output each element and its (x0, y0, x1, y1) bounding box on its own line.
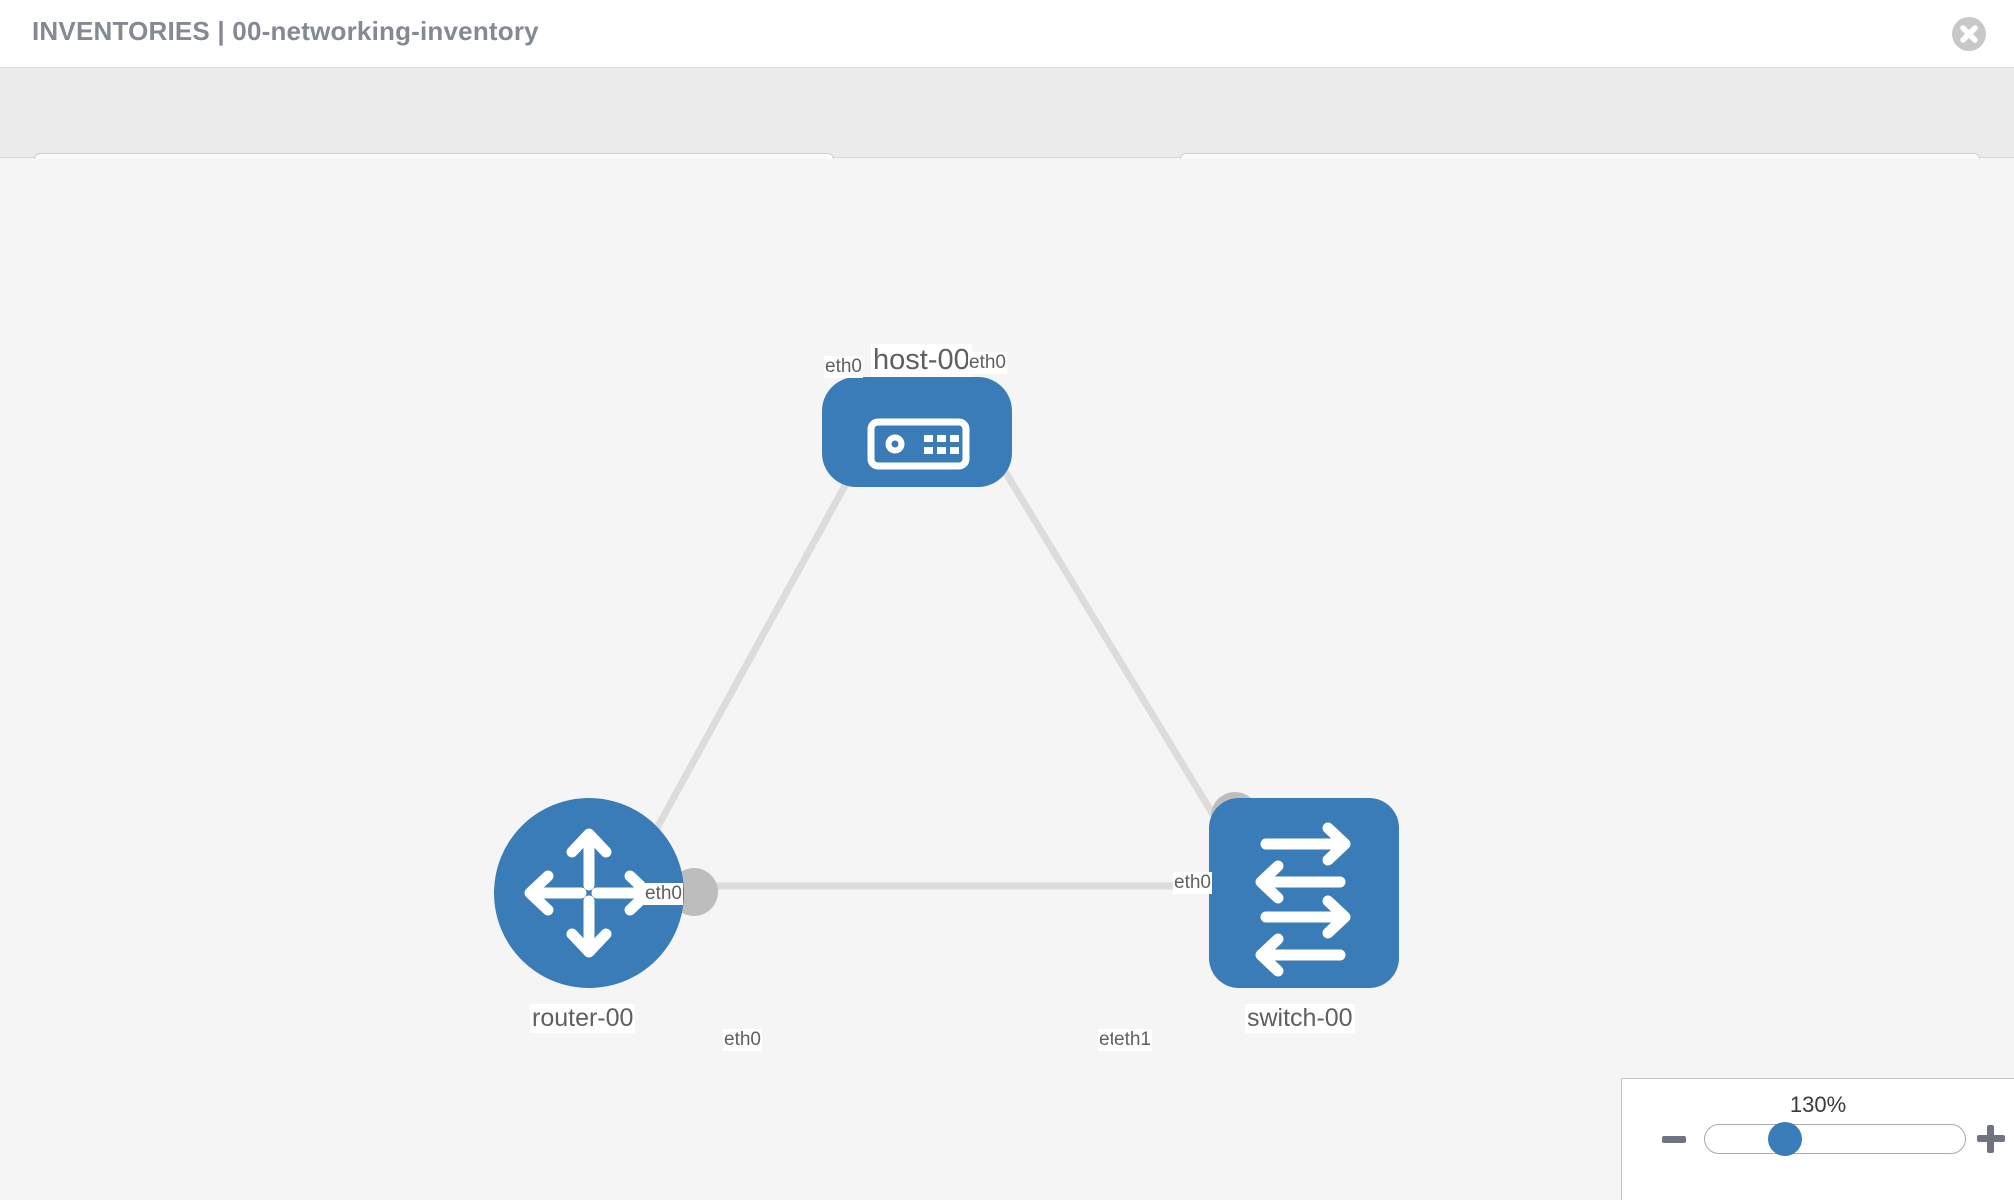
zoom-slider-thumb[interactable] (1768, 1122, 1802, 1156)
port-label-host-eth0-left: eth0 (824, 356, 863, 378)
node-router-00[interactable] (494, 798, 684, 988)
node-host-00[interactable] (822, 377, 1012, 487)
node-label-switch-00: switch-00 (1245, 1004, 1355, 1033)
port-label-router-uplink-eth0: eth0 (644, 883, 683, 905)
zoom-level-value: 130% (1789, 1092, 1847, 1117)
node-label-host-00: host-00 (871, 344, 972, 377)
server-icon (867, 418, 970, 470)
minus-icon[interactable] (1662, 1136, 1686, 1143)
page-header: INVENTORIES | 00-networking-inventory (0, 0, 2014, 68)
toolbar: ACTIONS SEARCH (0, 68, 2014, 205)
port-label-host-eth0-right: eth0 (968, 352, 1007, 374)
node-label-router-00: router-00 (530, 1004, 636, 1033)
port-label-switch-eth1: eth1 (1113, 1029, 1152, 1051)
plus-icon[interactable] (1977, 1125, 2005, 1153)
zoom-control-panel: 130% (1621, 1078, 2014, 1200)
port-label-router-eth0: eth0 (723, 1029, 762, 1051)
switch-arrows-icon (1255, 822, 1351, 977)
node-switch-00[interactable] (1209, 798, 1399, 988)
topology-graph (494, 377, 1399, 988)
zoom-slider-track[interactable] (1704, 1124, 1966, 1154)
close-icon[interactable] (1952, 17, 1986, 51)
port-label-switch-uplink-eth0: eth0 (1173, 872, 1212, 894)
page-title: INVENTORIES | 00-networking-inventory (32, 16, 539, 46)
topology-canvas[interactable]: host-00 router-00 switch-00 eth0 eth0 et… (0, 159, 2014, 1200)
